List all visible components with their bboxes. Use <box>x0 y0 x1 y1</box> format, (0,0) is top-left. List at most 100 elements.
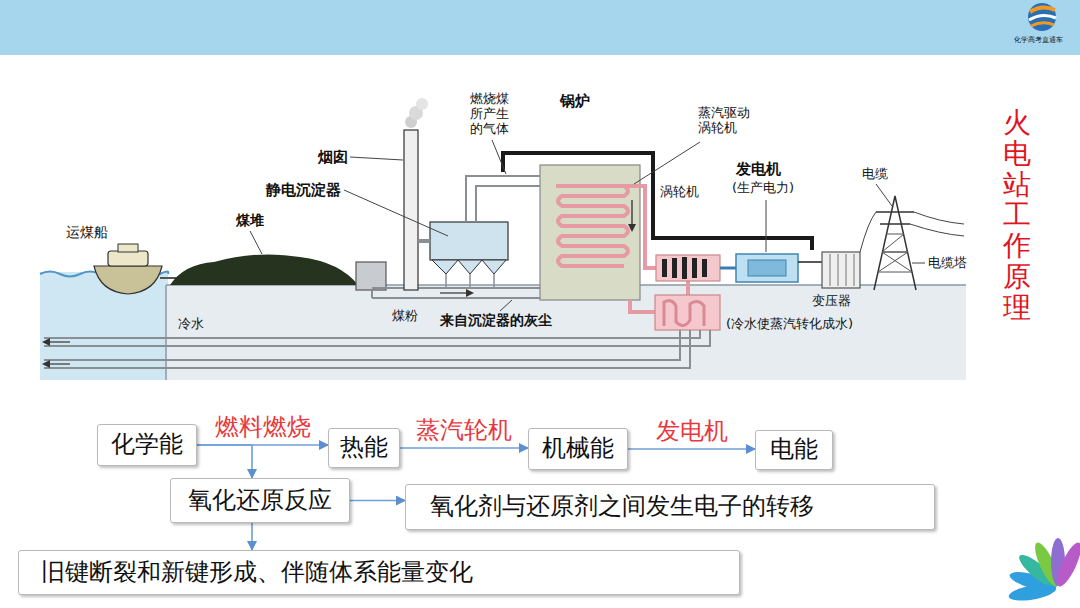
cooling-water-pipes <box>44 330 710 368</box>
box-text: 旧键断裂和新键形成、伴随体系能量变化 <box>41 559 473 587</box>
vertical-title: 火电站工作原理 <box>1003 108 1031 324</box>
plant-label: 煤堆 <box>236 212 264 229</box>
logo-icon <box>1030 7 1055 12</box>
plant-label: 化学高考直通车 <box>1014 36 1063 44</box>
plant-label: 运煤船 <box>66 224 108 241</box>
process-box: 机械能 <box>528 428 628 470</box>
cooling-water-pipes <box>44 330 710 346</box>
logo-icon <box>1028 3 1056 31</box>
leader-lines <box>250 231 262 254</box>
cable-tower <box>874 196 916 290</box>
decor-flower <box>1008 538 1080 604</box>
box-text: 机械能 <box>542 435 614 463</box>
leader-lines <box>500 300 512 311</box>
process-box: 旧键断裂和新键形成、伴随体系能量变化 <box>18 550 740 595</box>
generator <box>736 254 798 282</box>
flow-arrow <box>197 445 252 478</box>
coal-ship <box>108 251 148 266</box>
flue-gas-pipe <box>476 186 540 222</box>
leader-lines <box>912 263 925 264</box>
plant-label: 发电机 <box>736 160 781 178</box>
transformer <box>838 254 839 286</box>
condenser <box>655 295 720 330</box>
coal-ship <box>118 244 138 252</box>
generator <box>736 254 822 282</box>
plant-label: 电缆塔 <box>928 255 967 271</box>
transformer <box>822 252 860 288</box>
plant-label: 来自沉淀器的灰尘 <box>440 312 552 329</box>
decor-flower <box>1008 581 1058 603</box>
box-text: 氧化剂与还原剂之间发生电子的转移 <box>430 493 814 521</box>
chimney <box>404 98 428 290</box>
coal-hopper <box>356 262 386 290</box>
ground <box>165 285 167 380</box>
generator <box>798 261 822 263</box>
turbine <box>656 255 736 281</box>
turbine <box>720 267 736 270</box>
plant-label: (生产电力) <box>732 180 794 196</box>
cable-tower <box>860 212 964 252</box>
plant-label: 煤粉 <box>392 308 418 324</box>
flow-arrow <box>350 500 405 502</box>
process-box: 氧化还原反应 <box>170 478 350 523</box>
leader-lines <box>766 200 767 252</box>
coal-powder-pipe <box>371 290 373 298</box>
plant-label: 烟囱 <box>318 148 348 166</box>
steam-pipe <box>630 300 655 312</box>
box-text: 化学能 <box>111 431 183 459</box>
leader-lines <box>350 157 403 160</box>
turbine <box>662 259 667 277</box>
cooling-water-pipes <box>44 330 700 338</box>
condenser <box>655 295 720 330</box>
plant-label: 变压器 <box>812 293 851 309</box>
plant-label: 静电沉淀器 <box>266 181 341 199</box>
cooling-water-pipes <box>46 341 70 342</box>
condenser <box>664 301 704 326</box>
process-box: 热能 <box>328 428 400 468</box>
coal-pile <box>170 254 358 285</box>
coal-powder-pipe <box>440 292 470 293</box>
edge-label: 蒸汽轮机 <box>414 417 514 445</box>
logo-icon <box>1031 23 1054 26</box>
electrostatic-precipitator <box>430 222 508 260</box>
generator <box>748 260 786 276</box>
turbine <box>692 258 697 278</box>
box-text: 氧化还原反应 <box>188 487 332 515</box>
box-text: 电能 <box>770 436 818 464</box>
header-bar <box>0 0 1080 55</box>
coal-powder-pipe <box>372 297 540 299</box>
coal-ship <box>94 244 185 294</box>
turbine <box>702 259 707 277</box>
turbine <box>682 257 687 279</box>
coal-powder-pipe <box>372 288 540 298</box>
turbine <box>672 258 677 278</box>
chimney <box>404 130 418 290</box>
boiler <box>631 200 632 228</box>
leader-lines <box>634 142 700 184</box>
cable-tower <box>860 196 964 290</box>
cooling-water-pipes <box>44 330 690 368</box>
steam-pipe <box>686 281 690 295</box>
plant-label: 冷水 <box>178 316 204 332</box>
cooling-water-pipes <box>46 363 70 364</box>
logo-icon <box>1028 3 1056 31</box>
flow-arrow <box>400 447 528 449</box>
flue-gas-pipe <box>466 176 540 222</box>
chimney <box>416 98 428 110</box>
edge-label: 发电机 <box>654 418 730 446</box>
coal-pile <box>170 254 358 285</box>
steam-pipe <box>624 186 656 268</box>
decor-flower <box>1053 540 1080 589</box>
transformer <box>854 254 855 286</box>
flow-arrow <box>251 523 253 550</box>
cable-tower <box>876 212 914 224</box>
leader-lines <box>492 140 506 174</box>
plant-label: 锅炉 <box>560 92 590 110</box>
leader-lines <box>344 190 448 236</box>
boiler <box>556 186 628 266</box>
header-bar <box>0 0 1080 55</box>
cooling-water-pipes <box>44 330 680 360</box>
electrostatic-precipitator <box>445 274 447 288</box>
leader-lines <box>250 140 925 311</box>
water <box>40 272 168 380</box>
